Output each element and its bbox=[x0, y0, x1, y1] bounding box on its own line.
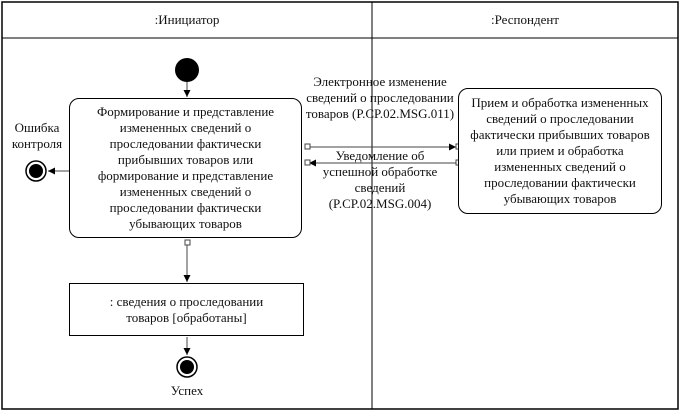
lane-respondent-header: :Респондент bbox=[491, 12, 559, 27]
message-in-label: Уведомление об успешной обработке сведен… bbox=[322, 148, 438, 211]
initial-node bbox=[175, 58, 199, 82]
respondent-action: Прием и обработка измененных сведений о … bbox=[458, 88, 662, 214]
message-out-label: Электронное изменение сведений о прослед… bbox=[305, 74, 455, 121]
lane-initiator-header: :Инициатор bbox=[154, 12, 220, 27]
success-label: Успех bbox=[170, 383, 204, 398]
initiator-action: Формирование и представление измененных … bbox=[69, 98, 302, 238]
object-node: : сведения о проследовании товаров [обра… bbox=[69, 283, 304, 336]
error-label: Ошибка контроля bbox=[11, 120, 63, 151]
